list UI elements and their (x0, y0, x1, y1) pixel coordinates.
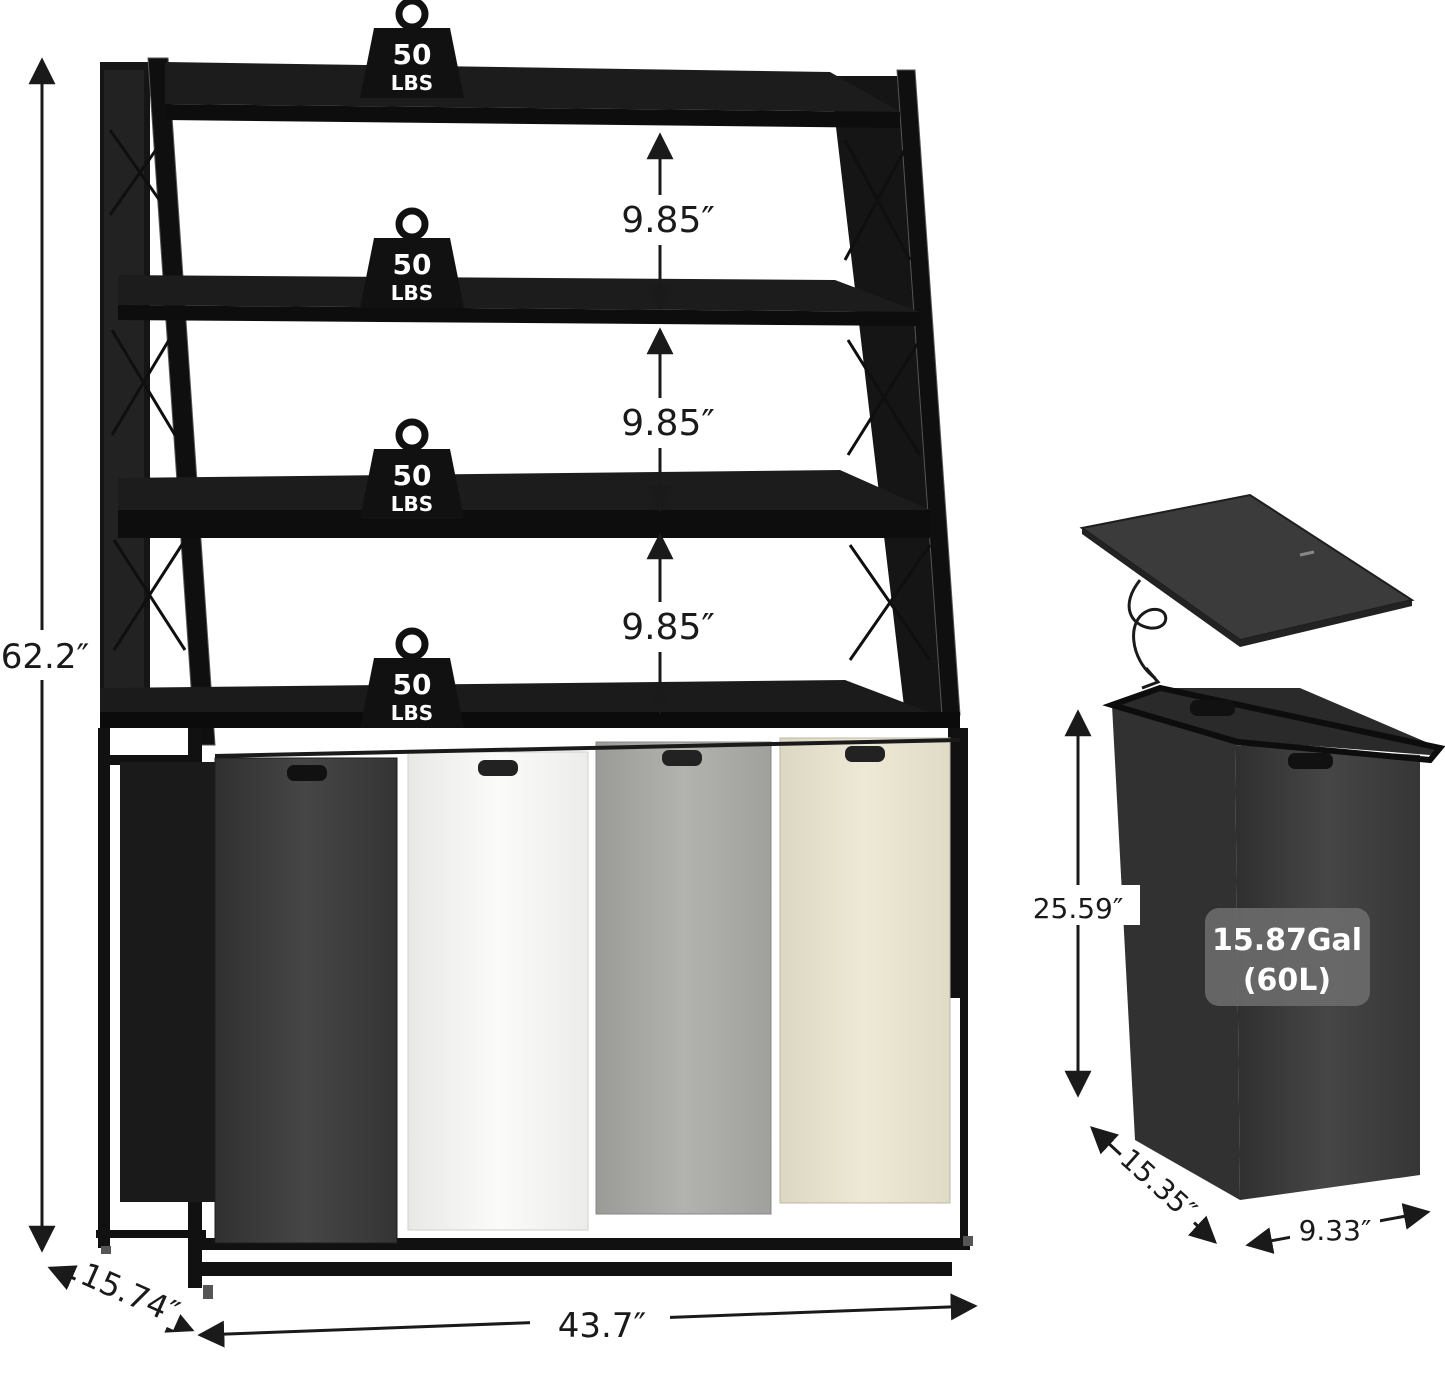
weight-handle-icon (395, 207, 429, 241)
weight-handle-icon (395, 627, 429, 661)
overall-height-label: 62.2″ (1, 637, 89, 677)
hamper-capacity-badge: 15.87Gal (60L) (1205, 908, 1370, 1006)
right-x-bracing (843, 139, 932, 661)
weight-value: 50 (393, 459, 432, 492)
shelving-unit (96, 57, 973, 1299)
overall-height-dimension: 62.2″ (0, 57, 90, 1253)
hamper-height-dimension: 25.59″ (1030, 709, 1140, 1098)
weight-icon (360, 658, 464, 728)
bag-beige (779, 737, 951, 1204)
flip-arrow-icon (1127, 579, 1168, 690)
overall-depth-label: 15.74″ (75, 1255, 185, 1332)
weight-unit: LBS (391, 71, 433, 95)
overall-depth-dimension: 15.74″ (47, 1254, 195, 1333)
hamper-capacity-gal: 15.87Gal (1212, 923, 1362, 958)
weight-value: 50 (393, 248, 432, 281)
shelf-3 (118, 470, 930, 538)
hamper-body (1102, 684, 1445, 1200)
cabinet-top (100, 680, 960, 728)
weight-unit: LBS (391, 492, 433, 516)
shelf-gap-1-label: 9.85″ (621, 200, 715, 241)
bag-white (407, 751, 589, 1231)
hamper-width-dimension: 9.33″ (1245, 1203, 1431, 1254)
shelf-2 (118, 275, 920, 326)
shelf-gap-2-label: 9.85″ (621, 403, 715, 444)
shelf-1 (165, 62, 900, 128)
hamper-height-label: 25.59″ (1033, 892, 1124, 925)
hamper-capacity-l: (60L) (1243, 963, 1331, 998)
hamper-width-label: 9.33″ (1299, 1214, 1372, 1247)
overall-width-label: 43.7″ (558, 1306, 646, 1346)
overall-width-dimension: 43.7″ (197, 1293, 978, 1350)
weight-value: 50 (393, 38, 432, 71)
weight-handle-icon (395, 0, 429, 31)
weight-icon (360, 449, 464, 519)
hamper-lid (1079, 493, 1415, 647)
weight-unit: LBS (391, 281, 433, 305)
weight-unit: LBS (391, 701, 433, 725)
left-x-bracing (108, 129, 187, 651)
weight-icon (360, 28, 464, 98)
bag-grey (595, 741, 772, 1215)
weight-handle-icon (395, 418, 429, 452)
weight-icon (360, 238, 464, 308)
hanging-rods (214, 738, 961, 758)
bag-dark (120, 757, 398, 1244)
weight-value: 50 (393, 668, 432, 701)
shelf-gap-3-label: 9.85″ (621, 607, 715, 648)
